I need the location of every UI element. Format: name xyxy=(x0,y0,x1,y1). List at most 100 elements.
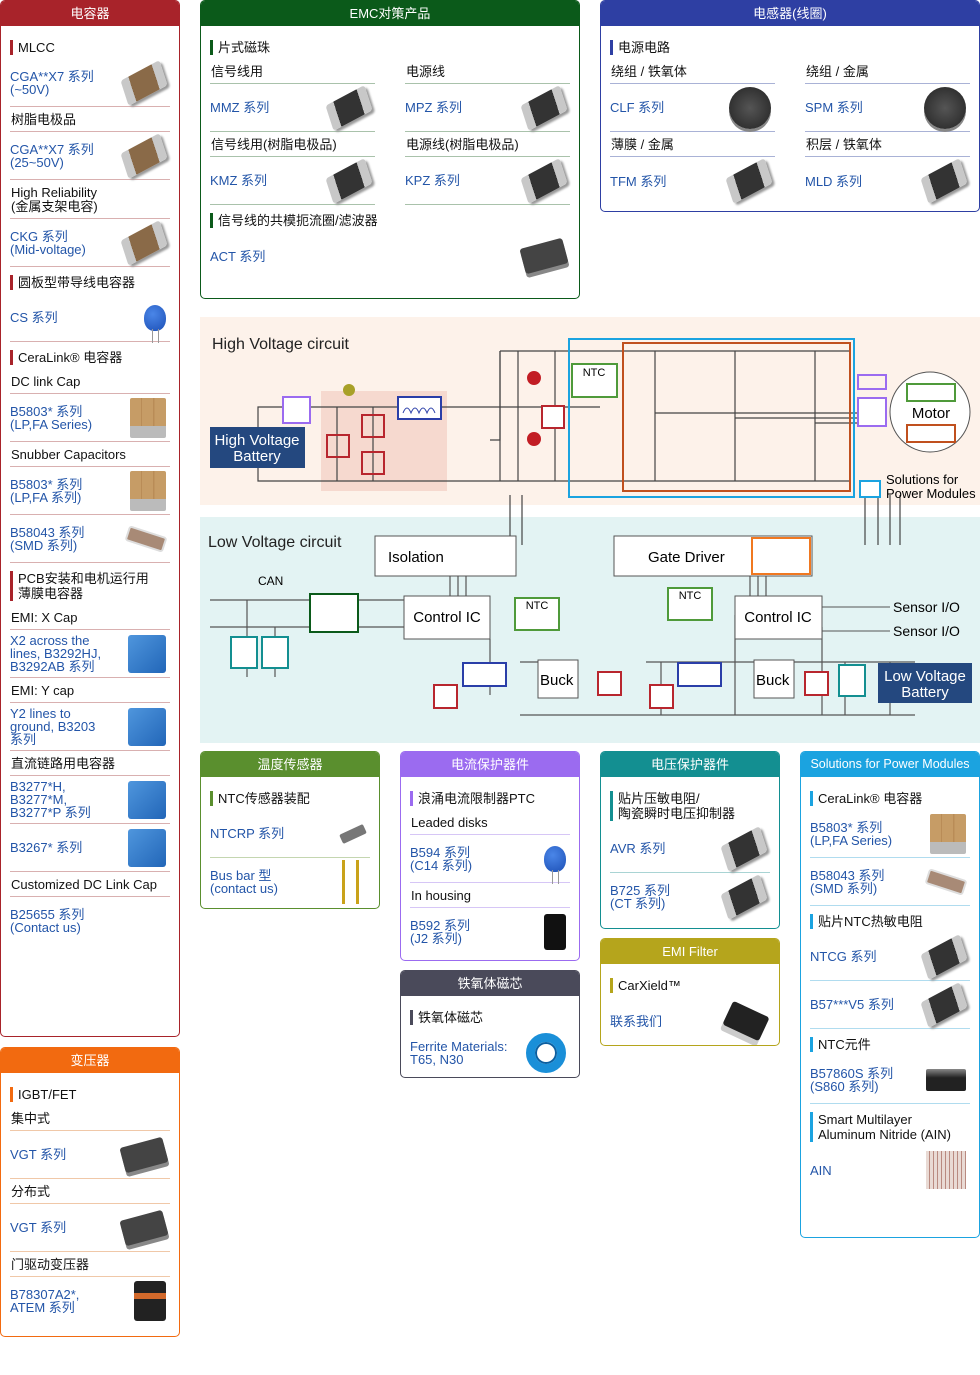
product-link[interactable]: B3267* 系列 xyxy=(10,840,83,855)
product-link[interactable]: CGA**X7 系列 (25~50V) xyxy=(10,141,94,170)
product-item[interactable]: AVR 系列 xyxy=(610,825,770,873)
product-item[interactable]: Ferrite Materials: T65, N30 xyxy=(410,1029,570,1077)
card-header[interactable]: 电容器 xyxy=(1,1,179,26)
product-item[interactable]: ACT 系列 xyxy=(210,232,570,280)
product-item[interactable]: B25655 系列 (Contact us) xyxy=(10,897,170,945)
product-link[interactable]: B594 系列 (C14 系列) xyxy=(410,844,473,873)
ceralink-icon xyxy=(130,397,166,438)
product-link[interactable]: 联系我们 xyxy=(610,1013,663,1029)
product-link[interactable]: MLD 系列 xyxy=(805,173,863,189)
product-item[interactable]: B594 系列 (C14 系列) xyxy=(410,835,570,884)
product-link[interactable]: B57860S 系列 (S860 系列) xyxy=(810,1065,894,1094)
product-item[interactable]: B78307A2*, ATEM 系列 xyxy=(10,1277,170,1325)
product-item[interactable]: B5803* 系列 (LP,FA Series) xyxy=(810,810,970,858)
product-link[interactable]: MPZ 系列 xyxy=(405,100,463,115)
motor-symbol xyxy=(889,371,971,453)
product-item[interactable]: B5803* 系列 (LP,FA Series) xyxy=(10,394,170,442)
product-link[interactable]: B57***V5 系列 xyxy=(810,997,894,1012)
control-ic-label: Control IC xyxy=(413,609,481,626)
product-link[interactable]: B78307A2*, ATEM 系列 xyxy=(10,1287,80,1315)
product-link[interactable]: CGA**X7 系列 (~50V) xyxy=(10,68,94,97)
product-item[interactable]: B725 系列 (CT 系列) xyxy=(610,873,770,921)
product-item[interactable]: B3277*H, B3277*M, B3277*P 系列 xyxy=(10,776,170,824)
product-item[interactable]: Y2 lines to ground, B3203 系列 xyxy=(10,703,170,751)
product-link[interactable]: B58043 系列 (SMD 系列) xyxy=(10,524,85,553)
product-link[interactable]: Ferrite Materials: T65, N30 xyxy=(410,1039,508,1067)
product-item[interactable]: MPZ 系列 xyxy=(405,84,570,132)
product-link[interactable]: AVR 系列 xyxy=(610,841,666,856)
product-image xyxy=(924,867,968,896)
product-image xyxy=(526,1033,566,1073)
product-item[interactable]: B58043 系列 (SMD 系列) xyxy=(810,858,970,906)
product-item[interactable]: Bus bar 型 (contact us) xyxy=(210,858,370,906)
product-link[interactable]: B25655 系列 (Contact us) xyxy=(10,907,85,935)
ptc-symbol xyxy=(282,396,311,424)
product-item[interactable]: TFM 系列 xyxy=(610,157,775,205)
product-link[interactable]: SPM 系列 xyxy=(805,100,863,115)
product-link[interactable]: Y2 lines to ground, B3203 系列 xyxy=(10,706,96,747)
product-link[interactable]: AIN xyxy=(810,1162,832,1178)
section-heading: 贴片NTC热敏电阻 xyxy=(810,914,970,929)
product-link[interactable]: B58043 系列 (SMD 系列) xyxy=(810,867,885,896)
card-header[interactable]: 变压器 xyxy=(1,1048,179,1073)
product-item[interactable]: CKG 系列 (Mid-voltage) xyxy=(10,219,170,267)
product-link[interactable]: B725 系列 (CT 系列) xyxy=(610,883,670,911)
product-link[interactable]: MMZ 系列 xyxy=(210,100,270,115)
product-link[interactable]: Bus bar 型 (contact us) xyxy=(210,868,278,896)
product-image xyxy=(920,158,968,204)
product-item[interactable]: KMZ 系列 xyxy=(210,157,375,205)
product-link[interactable]: NTCG 系列 xyxy=(810,949,877,964)
product-item[interactable]: B57860S 系列 (S860 系列) xyxy=(810,1056,970,1104)
card-header[interactable]: 电感器(线圈) xyxy=(601,1,979,26)
product-link[interactable]: B3277*H, B3277*M, B3277*P 系列 xyxy=(10,779,91,820)
card-header[interactable]: 电流保护器件 xyxy=(401,752,579,777)
product-item[interactable]: CLF 系列 xyxy=(610,84,775,132)
product-item[interactable]: NTCG 系列 xyxy=(810,933,970,981)
subheading: Customized DC Link Cap xyxy=(10,872,170,897)
product-item[interactable]: B57***V5 系列 xyxy=(810,981,970,1029)
product-item[interactable]: B5803* 系列 (LP,FA 系列) xyxy=(10,467,170,515)
product-link[interactable]: VGT 系列 xyxy=(10,1147,67,1162)
product-item[interactable]: 联系我们 xyxy=(610,997,770,1045)
product-item[interactable]: CS 系列 xyxy=(10,294,170,343)
product-item[interactable]: SPM 系列 xyxy=(805,84,970,132)
product-item[interactable]: MMZ 系列 xyxy=(210,84,375,132)
product-link[interactable]: CLF 系列 xyxy=(610,100,665,115)
card-header[interactable]: 电压保护器件 xyxy=(601,752,779,777)
product-link[interactable]: CS 系列 xyxy=(10,310,58,325)
card-header[interactable]: 温度传感器 xyxy=(201,752,379,777)
chip-black-icon xyxy=(920,933,968,980)
product-link[interactable]: KMZ 系列 xyxy=(210,173,268,188)
card-header[interactable]: Solutions for Power Modules xyxy=(801,752,979,777)
product-link[interactable]: TFM 系列 xyxy=(610,173,667,189)
product-item[interactable]: MLD 系列 xyxy=(805,157,970,205)
card-header[interactable]: 铁氧体磁芯 xyxy=(401,971,579,996)
product-item[interactable]: AIN xyxy=(810,1146,970,1194)
product-item[interactable]: VGT 系列 xyxy=(10,1204,170,1252)
product-item[interactable]: B58043 系列 (SMD 系列) xyxy=(10,515,170,563)
product-item[interactable]: NTCRP 系列 xyxy=(210,810,370,858)
product-link[interactable]: B592 系列 (J2 系列) xyxy=(410,918,470,946)
product-link[interactable]: KPZ 系列 xyxy=(405,173,460,188)
product-link[interactable]: CKG 系列 (Mid-voltage) xyxy=(10,228,86,257)
product-link[interactable]: B5803* 系列 (LP,FA Series) xyxy=(10,403,93,432)
product-link[interactable]: VGT 系列 xyxy=(10,1220,67,1235)
product-item[interactable]: CGA**X7 系列 (25~50V) xyxy=(10,132,170,180)
product-link[interactable]: B5803* 系列 (LP,FA Series) xyxy=(810,819,893,848)
product-link[interactable]: ACT 系列 xyxy=(210,248,266,264)
product-item[interactable]: B592 系列 (J2 系列) xyxy=(410,908,570,956)
card-header[interactable]: EMC对策产品 xyxy=(201,1,579,26)
card-header[interactable]: EMI Filter xyxy=(601,939,779,964)
product-item[interactable]: B3267* 系列 xyxy=(10,824,170,872)
product-link[interactable]: B5803* 系列 (LP,FA 系列) xyxy=(10,476,83,505)
chip-black-icon xyxy=(920,158,968,204)
product-item[interactable]: CGA**X7 系列 (~50V) xyxy=(10,59,170,107)
product-item[interactable]: X2 across the lines, B3292HJ, B3292AB 系列 xyxy=(10,630,170,678)
product-link[interactable]: NTCRP 系列 xyxy=(210,826,285,841)
product-item[interactable]: KPZ 系列 xyxy=(405,157,570,205)
product-item[interactable]: VGT 系列 xyxy=(10,1131,170,1179)
product-link[interactable]: X2 across the lines, B3292HJ, B3292AB 系列 xyxy=(10,633,102,674)
